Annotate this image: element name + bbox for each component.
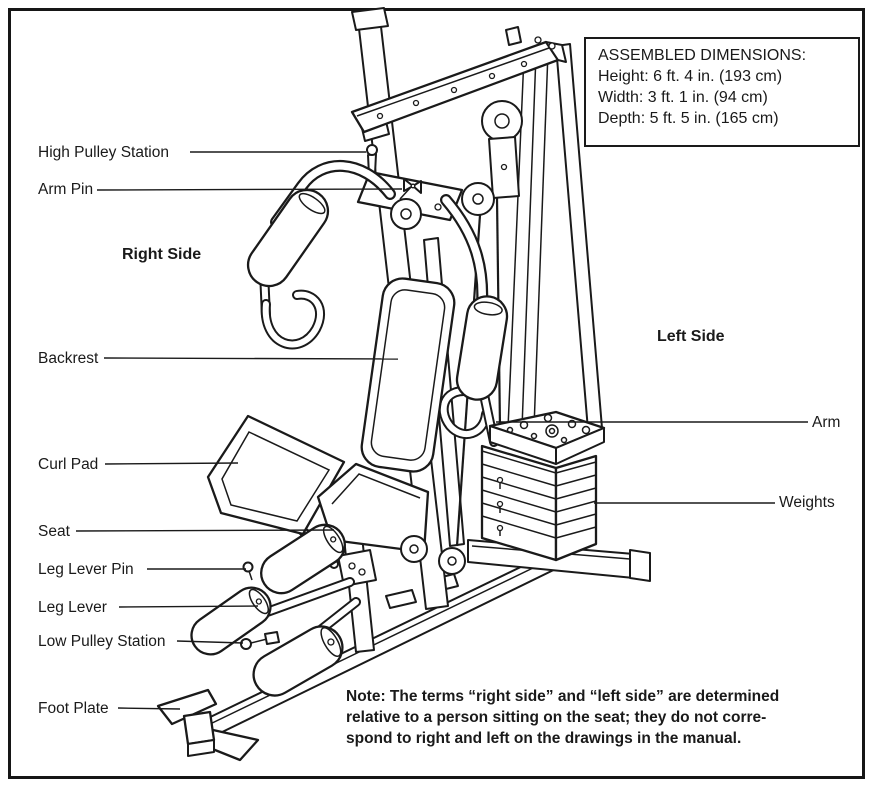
- label-leg-lever: Leg Lever: [38, 599, 107, 616]
- high-pulley-station-part: [481, 100, 523, 429]
- leg-lever-pin-part: [242, 561, 254, 573]
- label-low-pulley-station: Low Pulley Station: [38, 633, 166, 650]
- label-foot-plate: Foot Plate: [38, 700, 109, 717]
- lat-arm-part: [246, 159, 396, 350]
- label-curl-pad: Curl Pad: [38, 456, 99, 473]
- note-line-2: relative to a person sitting on the seat…: [346, 709, 767, 726]
- leader-low-pulley-station: [176, 640, 244, 644]
- top-crossbar: [350, 26, 567, 134]
- label-arm-pin: Arm Pin: [38, 181, 94, 198]
- heading-right-side: Right Side: [122, 246, 202, 263]
- dimension-height: Height: 6 ft. 4 in. (193 cm): [598, 68, 783, 85]
- low-pulley-station-part: [240, 535, 466, 650]
- dimension-depth: Depth: 5 ft. 5 in. (165 cm): [598, 110, 779, 127]
- label-arm: Arm: [812, 414, 841, 431]
- label-leg-lever-pin: Leg Lever Pin: [38, 561, 134, 578]
- leader-seat: [75, 529, 335, 532]
- leader-lines: [75, 151, 808, 710]
- leader-leg-lever: [118, 605, 259, 608]
- note-text: Note: The terms “right side” and “left s…: [346, 686, 779, 749]
- assembled-dimensions-box: ASSEMBLED DIMENSIONS: Height: 6 ft. 4 in…: [584, 37, 860, 147]
- leg-lever-part: [190, 523, 377, 697]
- label-high-pulley-station: High Pulley Station: [38, 144, 169, 161]
- foot-plate-part: [156, 688, 260, 762]
- leader-arm-pin: [96, 188, 403, 191]
- dimension-width: Width: 3 ft. 1 in. (94 cm): [598, 89, 768, 106]
- leader-backrest: [103, 357, 399, 360]
- dimensions-title: ASSEMBLED DIMENSIONS:: [598, 47, 807, 64]
- weight-stack: [480, 410, 606, 562]
- leader-foot-plate: [117, 707, 181, 710]
- note-line-3: spond to right and left on the drawings …: [346, 730, 742, 747]
- page-border: [8, 8, 865, 779]
- label-backrest: Backrest: [38, 350, 99, 367]
- label-weights: Weights: [779, 494, 835, 511]
- leader-curl-pad: [104, 462, 239, 465]
- label-seat: Seat: [38, 523, 70, 540]
- note-line-1: Note: The terms “right side” and “left s…: [346, 688, 780, 705]
- backrest-pad: [360, 277, 456, 473]
- heading-left-side: Left Side: [657, 328, 725, 345]
